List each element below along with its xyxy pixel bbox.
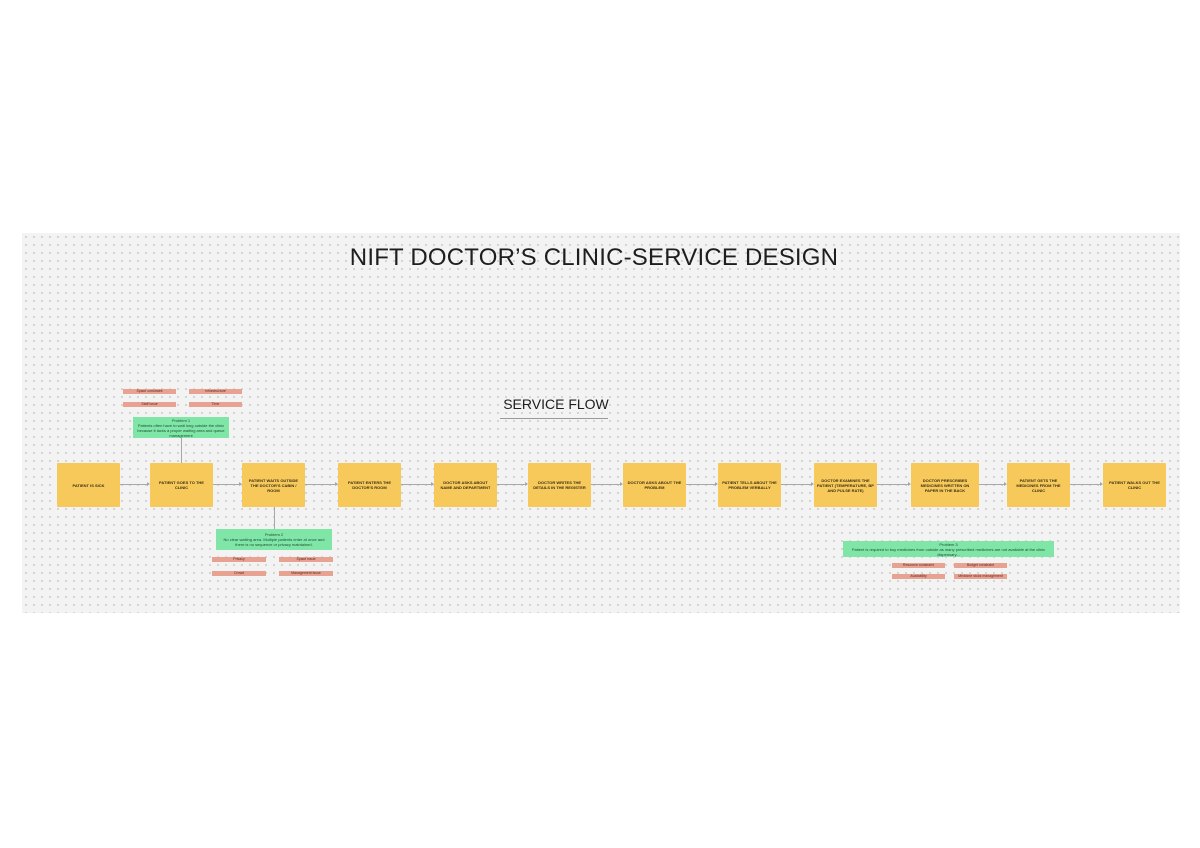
flow-arrow <box>781 482 814 486</box>
note-text: No clear waiting area. Multiple patients… <box>223 537 325 547</box>
tag[interactable]: Space constraint <box>123 389 176 394</box>
note-title: Problem 2 <box>264 532 284 537</box>
note-text: Patients often have to wait long outside… <box>137 422 225 438</box>
diagram-title: NIFT DOCTOR’S CLINIC-SERVICE DESIGN <box>349 244 839 271</box>
flow-step[interactable]: Patient goes to the clinic <box>150 463 213 507</box>
flow-arrow <box>877 482 911 486</box>
flow-step[interactable]: Patient tells about the problem verbally <box>718 463 781 507</box>
note-title: Problem 3 <box>939 541 958 547</box>
sticky-note-problem-2[interactable]: Problem 2 No clear waiting area. Multipl… <box>216 529 332 550</box>
tag[interactable]: Staff issue <box>123 402 176 407</box>
flow-step[interactable]: Doctor writes the details in the registe… <box>528 463 591 507</box>
connector-line <box>181 438 182 463</box>
flow-arrow <box>591 482 623 486</box>
flow-step[interactable]: Patient enters the doctor's room <box>338 463 401 507</box>
whiteboard-canvas[interactable] <box>22 233 1180 613</box>
section-heading-service-flow: SERVICE FLOW <box>503 396 609 412</box>
connector-line <box>274 507 275 529</box>
flow-step[interactable]: Patient waits outside the doctor's cabin… <box>242 463 305 507</box>
flow-arrow <box>497 482 528 486</box>
flow-arrow <box>213 482 242 486</box>
tag[interactable]: Crowd <box>212 571 266 576</box>
note-title: Problem 1 <box>171 417 191 423</box>
tag[interactable]: Medicine stock management <box>954 574 1007 579</box>
tag[interactable]: Budget constraint <box>954 563 1007 568</box>
tag[interactable]: Space issue <box>279 557 333 562</box>
tag[interactable]: Availability <box>892 574 945 579</box>
flow-arrow <box>401 482 434 486</box>
flow-step[interactable]: Doctor asks about the problem <box>623 463 686 507</box>
flow-step[interactable]: Patient walks out the clinic <box>1103 463 1166 507</box>
heading-underline <box>500 418 608 419</box>
sticky-note-problem-3[interactable]: Problem 3 Patient is required to buy med… <box>843 541 1054 557</box>
tag[interactable]: Management issue <box>279 571 333 576</box>
flow-step[interactable]: Patient gets the medicines from the clin… <box>1007 463 1070 507</box>
flow-arrow <box>686 482 718 486</box>
tag[interactable]: Infrastructure <box>189 389 242 394</box>
tag[interactable]: Privacy <box>212 557 266 562</box>
flow-step[interactable]: Patient is sick <box>57 463 120 507</box>
tag[interactable]: Time <box>189 402 242 407</box>
flow-arrow <box>305 482 338 486</box>
flow-arrow <box>120 482 150 486</box>
sticky-note-problem-1[interactable]: Problem 1 Patients often have to wait lo… <box>133 417 229 438</box>
flow-arrow <box>1070 482 1103 486</box>
flow-step[interactable]: Doctor asks about name and department <box>434 463 497 507</box>
flow-step[interactable]: Doctor prescribes medicines written on p… <box>911 463 979 507</box>
tag[interactable]: Resource constraint <box>892 563 945 568</box>
note-text: Patient is required to buy medicines fro… <box>851 546 1046 557</box>
flow-arrow <box>979 482 1007 486</box>
flow-step[interactable]: Doctor examines the patient (temperature… <box>814 463 877 507</box>
